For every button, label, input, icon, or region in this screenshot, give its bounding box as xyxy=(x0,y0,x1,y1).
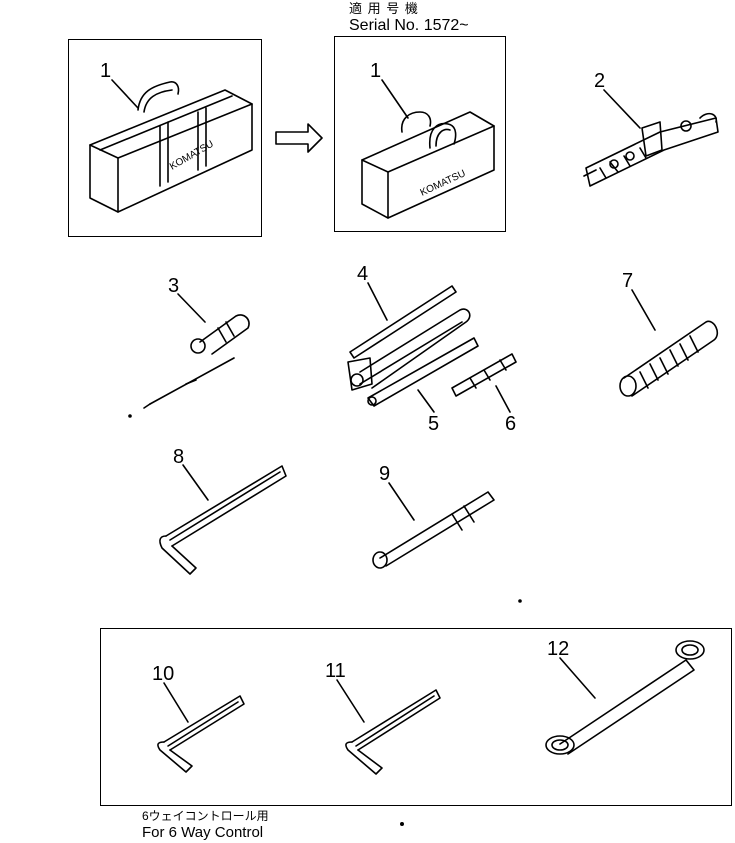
callout-9: 9 xyxy=(379,463,391,485)
grease-nozzle-icon xyxy=(451,353,517,397)
callout-6: 6 xyxy=(505,413,517,435)
box-wrench-icon xyxy=(545,640,705,755)
callout-3: 3 xyxy=(168,275,180,297)
callout-1-new-bag: 1 xyxy=(370,60,382,82)
callout-11: 11 xyxy=(325,660,346,682)
leader-lines xyxy=(111,79,656,723)
callout-7: 7 xyxy=(622,270,634,292)
toolbag-old-icon: KOMATSU xyxy=(89,81,253,213)
old-toolbag-frame xyxy=(68,39,262,237)
grease-gun-icon xyxy=(347,285,479,407)
footer-english: For 6 Way Control xyxy=(142,824,264,841)
serial-header-japanese: 適 用 号 機 xyxy=(349,1,419,16)
svg-text:KOMATSU: KOMATSU xyxy=(168,139,216,173)
callout-10: 10 xyxy=(152,663,175,685)
callout-8: 8 xyxy=(173,446,185,468)
hex-key-10-icon xyxy=(157,695,245,773)
callout-4: 4 xyxy=(357,263,369,285)
stray-marks xyxy=(128,414,522,826)
callout-12: 12 xyxy=(547,638,570,660)
six-way-control-frame xyxy=(100,628,732,806)
serial-number-label: Serial No. 1572~ xyxy=(349,17,469,34)
wrench-set-icon xyxy=(583,112,719,187)
new-toolbag-frame xyxy=(334,36,506,232)
screwdriver-icon xyxy=(143,314,250,409)
filter-brush-icon xyxy=(619,320,719,397)
socket-bar-icon xyxy=(372,491,495,569)
callout-2: 2 xyxy=(594,70,606,92)
footer-japanese: 6ウェイコントロール用 xyxy=(142,809,269,823)
callout-5: 5 xyxy=(428,413,440,435)
svg-text:KOMATSU: KOMATSU xyxy=(419,168,468,199)
replacement-arrow-icon xyxy=(275,123,323,153)
callout-1-old-bag: 1 xyxy=(100,60,112,82)
toolbag-new-icon: KOMATSU xyxy=(361,111,495,219)
hex-key-large-icon xyxy=(159,465,287,575)
hex-key-11-icon xyxy=(345,689,441,775)
